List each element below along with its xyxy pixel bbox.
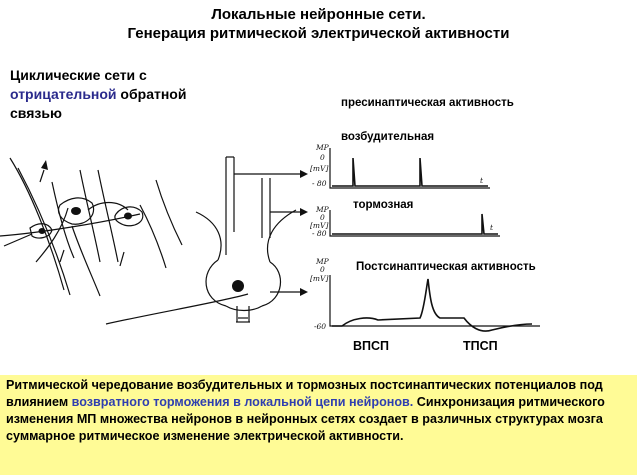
label-postsynaptic: Постсинаптическая активность [356,261,536,273]
subtitle-line-3: связью [10,105,62,121]
subtitle-line-1: Циклические сети с [10,67,147,83]
postsynaptic-trace [332,278,533,332]
label-inhibitory: тормозная [353,199,414,211]
axis-zero-1: 0 [320,153,325,162]
inhibitory-trace [332,213,498,235]
cell-body-3 [38,228,46,234]
arrow-head-3 [300,288,308,296]
axis-mp-2: MP [315,205,330,214]
axis-m60: -60 [314,322,326,331]
soma-nucleus [232,280,244,292]
cell-body-2 [124,212,132,220]
label-ipsp: ТПСП [463,339,498,353]
axis-m80-1: - 80 [312,179,327,188]
trace-axes [329,148,540,327]
caption-box: Ритмической чередование возбудительных и… [0,375,637,475]
axis-mv-1: [mV] [310,164,328,173]
axis-mv-2: [mV] [310,221,328,230]
subtitle-line-2: обратной [116,86,187,102]
cell-body-1 [71,207,81,215]
caption-part-2: Синхронизация ритмического изменения МП … [6,395,605,443]
arrow-head-1 [300,170,308,178]
pyramidal-neuron [195,156,300,323]
axis-zero-3: 0 [320,265,325,274]
axis-t-1: t [480,176,484,185]
caption-part-1: Ритмической чередование возбудительных и… [6,378,603,409]
arrow-head-2 [300,208,308,216]
title-line-1: Локальные нейронные сети. [211,6,426,23]
neuron-diagram: MP 0 [mV] - 80 t MP 0 [mV] - 80 t MP 0 [… [0,143,540,332]
local-network-sketch [0,157,249,325]
axis-mp-1: MP [315,143,330,152]
axis-m80-2: - 80 [312,229,327,238]
axis-t-2: t [490,223,494,232]
subtitle-highlight: отрицательной [10,86,117,102]
label-epsp: ВПСП [353,339,390,353]
arrow-head-4 [41,160,48,170]
axis-mp-3: MP [315,257,330,266]
network-subtitle: Циклические сети с отрицательной обратно… [10,66,186,123]
caption-highlight: возвратного торможения в локальной цепи … [71,395,414,409]
label-presynaptic: пресинаптическая активность [341,97,514,109]
axis-zero-2: 0 [320,213,325,222]
title-line-2: Генерация ритмической электрической акти… [127,25,510,42]
axis-mv-3: [mV] [310,274,328,283]
label-excitatory: возбудительная [341,131,435,143]
excitatory-trace [332,157,488,187]
